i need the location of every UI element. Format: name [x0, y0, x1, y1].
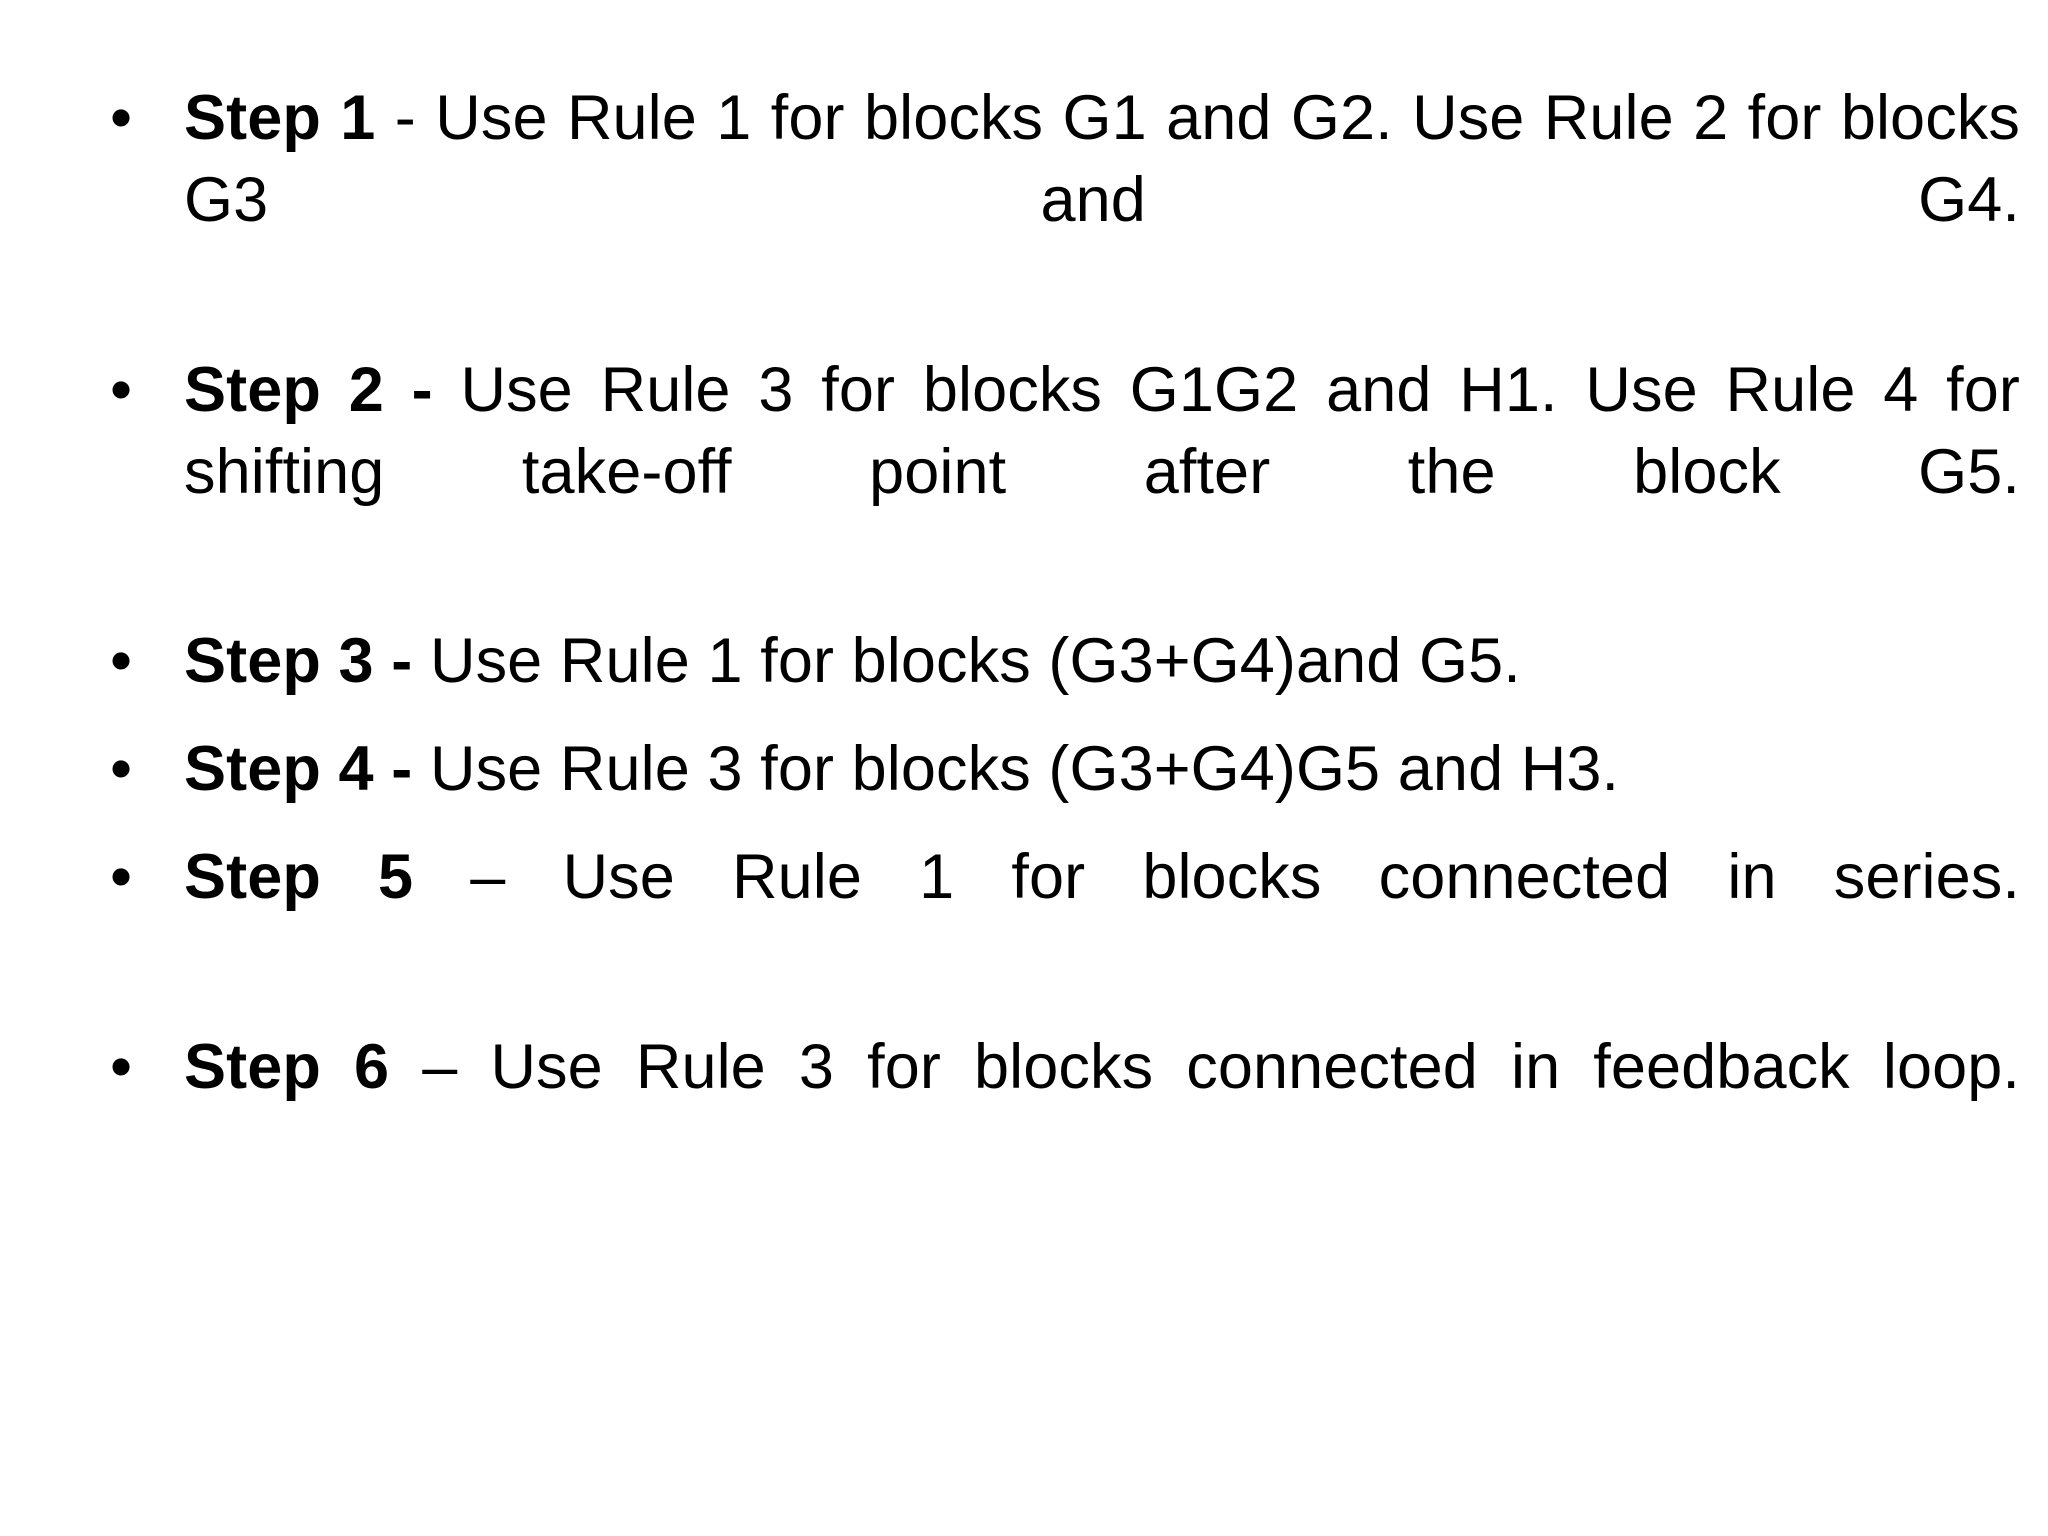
bullet-item-body: Step 6 – Use Rule 3 for blocks connected…	[184, 1032, 2020, 1184]
step-text: Use Rule 1 for blocks connected in serie…	[562, 842, 2020, 913]
bullet-item: • Step 5 – Use Rule 1 for blocks connecte…	[96, 837, 2020, 1001]
bullet-point-icon: •	[110, 354, 133, 425]
step-label: Step 3	[184, 626, 374, 697]
step-label: Step 4	[184, 734, 374, 805]
bullet-point-icon: •	[110, 626, 133, 697]
bullet-item: • Step 4 - Use Rule 3 for blocks (G3+G4)G…	[96, 729, 2020, 811]
bullet-point-icon: •	[110, 734, 133, 805]
bullet-item-body: Step 2 - Use Rule 3 for blocks G1G2 and …	[184, 355, 2020, 589]
bullet-item-body: Step 4 - Use Rule 3 for blocks (G3+G4)G5…	[184, 734, 1619, 804]
step-separator: -	[373, 734, 430, 805]
step-separator: –	[413, 842, 563, 913]
step-label: Step 1	[184, 83, 376, 153]
steps-bullet-list: • Step 1 - Use Rule 1 for blocks G1 and G…	[96, 78, 2020, 1191]
bullet-point-icon: •	[110, 842, 133, 913]
step-separator: -	[375, 83, 436, 153]
bullet-item: • Step 1 - Use Rule 1 for blocks G1 and G…	[96, 78, 2020, 324]
step-separator: -	[383, 354, 461, 425]
step-text: Use Rule 3 for blocks connected in feedb…	[490, 1031, 2020, 1102]
step-label: Step 6	[184, 1031, 390, 1102]
bullet-point-icon: •	[110, 83, 133, 153]
step-separator: –	[389, 1031, 491, 1102]
bullet-item: • Step 6 – Use Rule 3 for blocks connecte…	[96, 1027, 2020, 1191]
step-text: Use Rule 3 for blocks (G3+G4)G5 and H3.	[429, 734, 1620, 805]
step-text: Use Rule 1 for blocks (G3+G4)and G5.	[429, 626, 1521, 697]
bullet-item-body: Step 5 – Use Rule 1 for blocks connected…	[184, 842, 2020, 994]
step-text: Use Rule 1 for blocks G1 and G2. Use Rul…	[184, 83, 2020, 235]
step-separator: -	[373, 626, 430, 697]
bullet-item-body: Step 1 - Use Rule 1 for blocks G1 and G2…	[184, 83, 2020, 317]
bullet-item-body: Step 3 - Use Rule 1 for blocks (G3+G4)an…	[184, 626, 1521, 696]
bullet-point-icon: •	[110, 1031, 133, 1102]
step-label: Step 5	[184, 842, 414, 913]
step-label: Step 2	[184, 354, 384, 425]
step-text: Use Rule 3 for blocks G1G2 and H1. Use R…	[184, 354, 2020, 507]
bullet-item: • Step 2 - Use Rule 3 for blocks G1G2 and…	[96, 350, 2020, 596]
bullet-item: • Step 3 - Use Rule 1 for blocks (G3+G4)a…	[96, 621, 2020, 703]
